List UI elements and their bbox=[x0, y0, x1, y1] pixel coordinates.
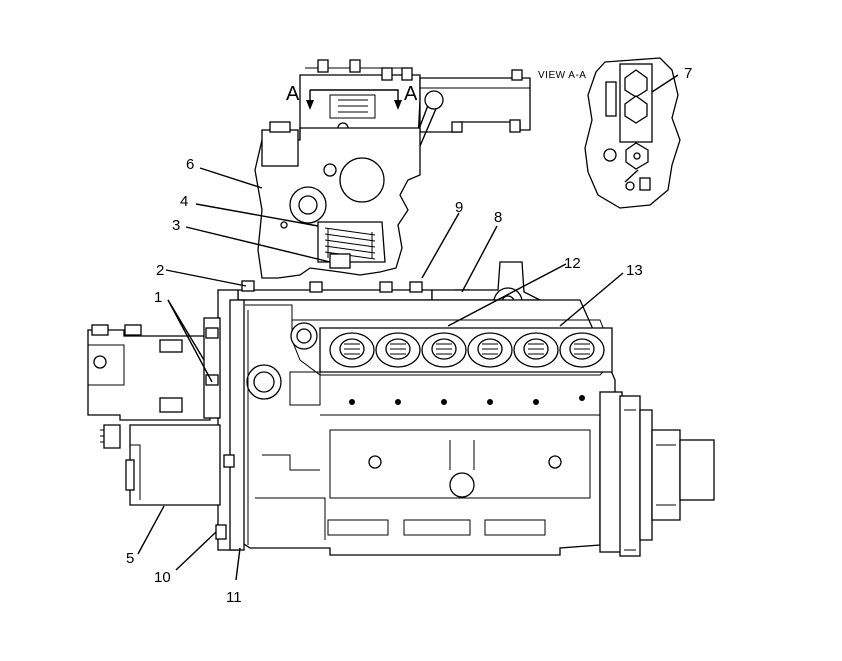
callout-1: 1 bbox=[154, 289, 162, 306]
valve-holder-1 bbox=[329, 332, 375, 368]
callout-8: 8 bbox=[494, 209, 502, 226]
callout-9: 9 bbox=[455, 199, 463, 216]
valve-holder-4 bbox=[467, 332, 513, 368]
callout-2: 2 bbox=[156, 262, 164, 279]
valve-holder-2 bbox=[375, 332, 421, 368]
transfer-pump bbox=[87, 317, 221, 506]
callouts: 1 2 3 4 5 6 7 8 9 10 11 12 13 bbox=[126, 65, 692, 606]
governor-housing bbox=[254, 59, 531, 279]
callout-11: 11 bbox=[226, 589, 242, 606]
callout-7: 7 bbox=[684, 65, 692, 82]
view-a-a-label: VIEW A-A bbox=[538, 70, 586, 81]
callout-13: 13 bbox=[626, 262, 643, 279]
leader-lines bbox=[137, 74, 679, 581]
callout-4: 4 bbox=[180, 193, 188, 210]
callout-10: 10 bbox=[154, 569, 171, 586]
section-marks: A A bbox=[286, 83, 418, 110]
valve-holder-5 bbox=[513, 332, 559, 368]
drive-coupling bbox=[599, 391, 715, 557]
callout-5: 5 bbox=[126, 550, 134, 567]
callout-3: 3 bbox=[172, 217, 180, 234]
pump-housing bbox=[215, 261, 616, 556]
section-mark-right: A bbox=[404, 83, 418, 105]
view-a-a-inset: VIEW A-A bbox=[538, 57, 681, 209]
callout-12: 12 bbox=[564, 255, 581, 272]
delivery-valve-holders bbox=[329, 332, 605, 368]
valve-holder-3 bbox=[421, 332, 467, 368]
callout-6: 6 bbox=[186, 156, 194, 173]
section-mark-left: A bbox=[286, 83, 300, 105]
valve-holder-6 bbox=[559, 332, 605, 368]
